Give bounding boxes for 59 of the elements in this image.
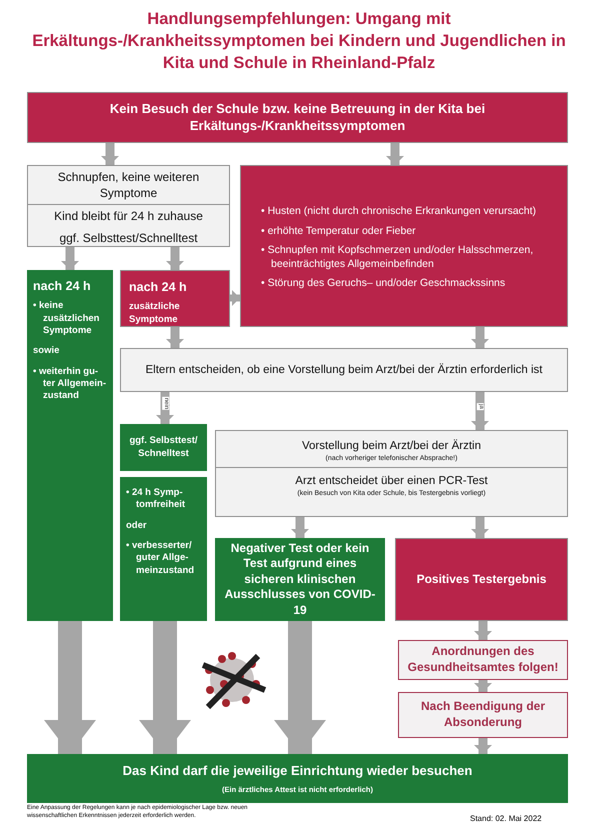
box-text: Anordnungen des Gesundheitsamtes folgen! xyxy=(406,644,560,676)
box-text: Eltern entscheiden, ob eine Vorstellung beim Arzt/bei der Ärztin erforderlich ist xyxy=(144,362,544,378)
symptom-box xyxy=(240,165,568,327)
result-box xyxy=(215,538,385,621)
arrow xyxy=(101,143,119,165)
bullet-item: • 24 h Symp- tomfreiheit xyxy=(126,487,186,512)
bullet-item: • verbesserter/ guter Allge- meinzustand xyxy=(126,540,196,578)
decision-box xyxy=(120,348,568,392)
condition-box xyxy=(27,270,113,621)
bullet-item: • keine zusätzlichen Symptome xyxy=(33,300,100,338)
box-text: ggf. Selbsttest/ Schnelltest xyxy=(128,435,199,460)
bullet-item: • Husten (nicht durch chronische Erkrankungen verursacht) xyxy=(261,204,538,219)
box-text: oder xyxy=(126,520,148,532)
arrow xyxy=(474,680,492,692)
arrow xyxy=(61,247,79,270)
bullet-item: • erhöhte Temperatur oder Fieber xyxy=(261,224,417,238)
arrow xyxy=(156,392,174,424)
box-text: Schnupfen, keine weiteren Symptome xyxy=(56,170,200,202)
outcome-banner xyxy=(27,754,568,803)
condition-box xyxy=(120,477,207,621)
info-box xyxy=(215,430,568,517)
bullet-item: • Schnupfen mit Kopfschmerzen und/oder Halsschmerzen, beeinträchtigtes Allgemeinbefinden xyxy=(261,244,534,272)
box-text: zusätzliche Symptome xyxy=(129,301,181,326)
instruction-box xyxy=(398,640,568,680)
arrow xyxy=(139,621,191,754)
box-text: ggf. Selbsttest/Schnelltest xyxy=(58,230,199,246)
info-box xyxy=(27,165,230,247)
box-text: Arzt entscheidet über einen PCR-Test xyxy=(216,467,567,489)
box-heading: nach 24 h xyxy=(33,278,92,294)
box-text: Kind bleibt für 24 h zuhause xyxy=(28,204,229,225)
box-text: Nach Beendigung der Absonderung xyxy=(420,699,546,731)
arrow xyxy=(471,327,489,348)
arrow xyxy=(274,621,326,754)
instruction-box xyxy=(398,692,568,738)
arrow xyxy=(474,738,492,754)
arrow xyxy=(474,621,492,640)
title-heading: Handlungsempfehlungen: Umgang mit Erkältungs-/Krankheitssymptomen bei Kindern und Jugendlichen in Kita und Schule in Rheinland-Pfalz xyxy=(31,9,567,74)
box-heading: nach 24 h xyxy=(129,279,188,296)
arrow xyxy=(471,517,489,538)
box-text: Negativer Test oder kein Test aufgrund eines sicheren klinischen Ausschlusses von COVID-19 xyxy=(224,540,376,618)
test-box xyxy=(120,424,207,471)
result-box xyxy=(395,538,568,621)
arrow xyxy=(166,247,184,270)
arrow xyxy=(471,392,489,430)
box-text: sowie xyxy=(33,345,60,358)
date-note: Stand: 02. Mai 2022 xyxy=(470,813,543,824)
box-text: Vorstellung beim Arzt/bei der Ärztin xyxy=(301,438,482,454)
arrow xyxy=(291,517,309,538)
arrow xyxy=(44,621,96,754)
arrow xyxy=(386,143,404,165)
bullet-item: • Störung des Geruchs– und/oder Geschmackssinns xyxy=(261,277,506,292)
heading-text: Kein Besuch der Schule bzw. keine Betreuung in der Kita bei Erkältungs-/Krankheitssymptomen xyxy=(108,100,486,134)
box-heading: Das Kind darf die jeweilige Einrichtung wieder besuchen xyxy=(122,762,474,780)
arrow xyxy=(230,290,240,306)
arrow xyxy=(166,327,184,348)
condition-box xyxy=(120,270,230,327)
box-text: Positives Testergebnis xyxy=(416,572,548,588)
bullet-item: • weiterhin gu- ter Allgemein- zustand xyxy=(33,366,107,403)
banner-box xyxy=(27,92,568,143)
